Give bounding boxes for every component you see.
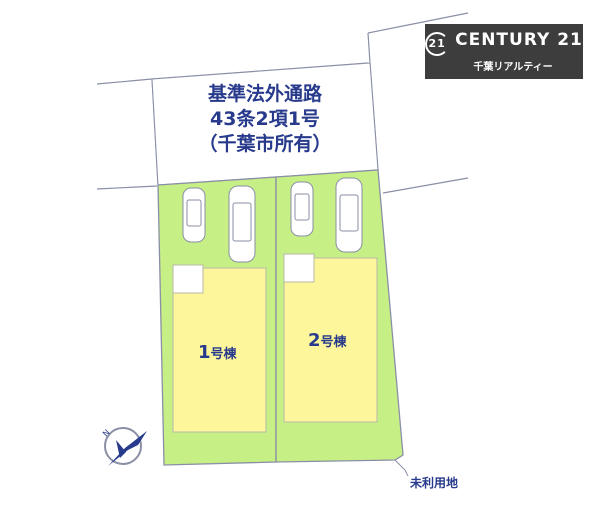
building-1-annex: [172, 264, 204, 294]
logo-subtitle: 千葉リアルティー: [473, 62, 553, 73]
lot-1-label: 1号棟: [198, 342, 237, 363]
car-icon: [335, 177, 363, 253]
century21-mark-icon: 21: [425, 32, 450, 56]
lot-2-number: 2: [308, 330, 321, 351]
road-label-line-1: 基準法外通路: [207, 83, 322, 105]
road-label: 基準法外通路 43条2項1号 （千葉市所有）: [160, 82, 370, 157]
car-icon: [182, 187, 206, 243]
svg-text:N: N: [101, 428, 112, 439]
compass-icon: N: [101, 427, 147, 466]
unused-land-leader: [394, 459, 409, 477]
car-icon: [290, 181, 314, 237]
lot-1-suffix: 号棟: [210, 347, 237, 362]
lot-2-label: 2号棟: [308, 330, 347, 351]
building-2-annex: [283, 253, 315, 283]
unused-land-label: 未利用地: [410, 476, 459, 490]
building-1: [172, 267, 267, 433]
building-2: [283, 257, 378, 423]
car-icon: [228, 185, 256, 263]
logo-brand-text: CENTURY 21: [455, 30, 583, 50]
road-label-line-2: 43条2項1号: [210, 108, 320, 130]
road-label-line-3: （千葉市所有）: [198, 133, 332, 155]
lot-2-suffix: 号棟: [320, 335, 347, 350]
lot-1-number: 1: [198, 342, 211, 363]
